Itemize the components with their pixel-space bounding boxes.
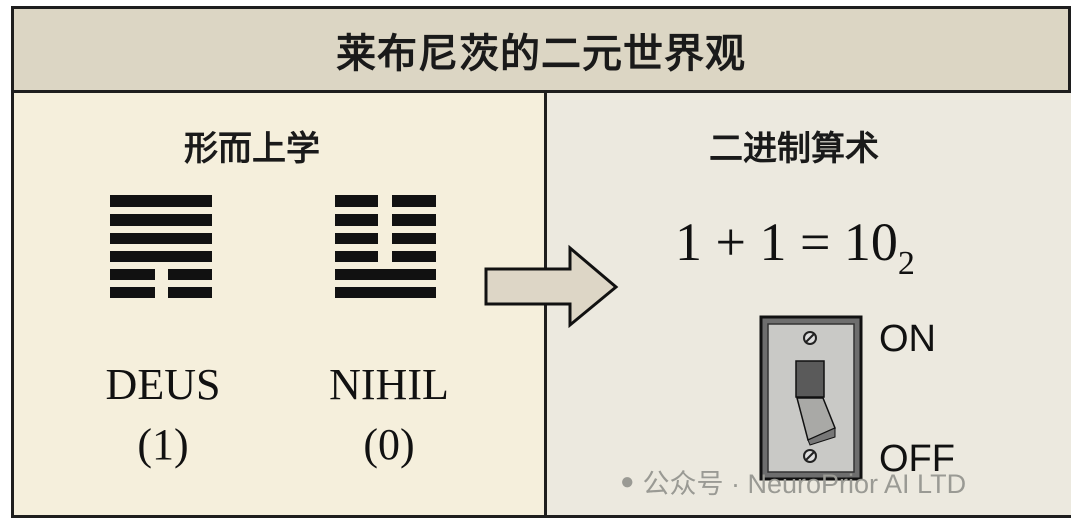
watermark: ● 公众号 · NeuroPrior AI LTD: [620, 462, 966, 501]
nihil-hexagram: [335, 195, 436, 298]
nihil-label: NIHIL: [329, 360, 449, 409]
equation-text: 1 + 1 = 10: [675, 212, 898, 272]
metaphysics-panel: 形而上学 DEUS (1) NIHIL (0): [14, 93, 541, 515]
watermark-text: 公众号 · NeuroPrior AI LTD: [642, 469, 967, 499]
metaphysics-heading: 形而上学: [184, 129, 320, 169]
equation-subscript: 2: [897, 245, 915, 282]
binary-equation: 1 + 1 = 102: [675, 211, 915, 283]
binary-heading: 二进制算术: [709, 129, 879, 169]
diagram-title: 莱布尼茨的二元世界观: [336, 30, 746, 77]
switch-on-label: ON: [879, 318, 936, 360]
deus-hexagram: [110, 195, 212, 298]
switch-off-label: OFF: [879, 438, 955, 480]
deus-label: DEUS: [105, 360, 221, 409]
title-bar: 莱布尼茨的二元世界观: [14, 9, 1068, 93]
nihil-value: (0): [363, 420, 415, 469]
deus-value: (1): [137, 420, 189, 469]
light-switch-icon: [759, 315, 863, 481]
arrow-right-icon: [484, 244, 619, 329]
wechat-icon: ●: [620, 467, 635, 495]
